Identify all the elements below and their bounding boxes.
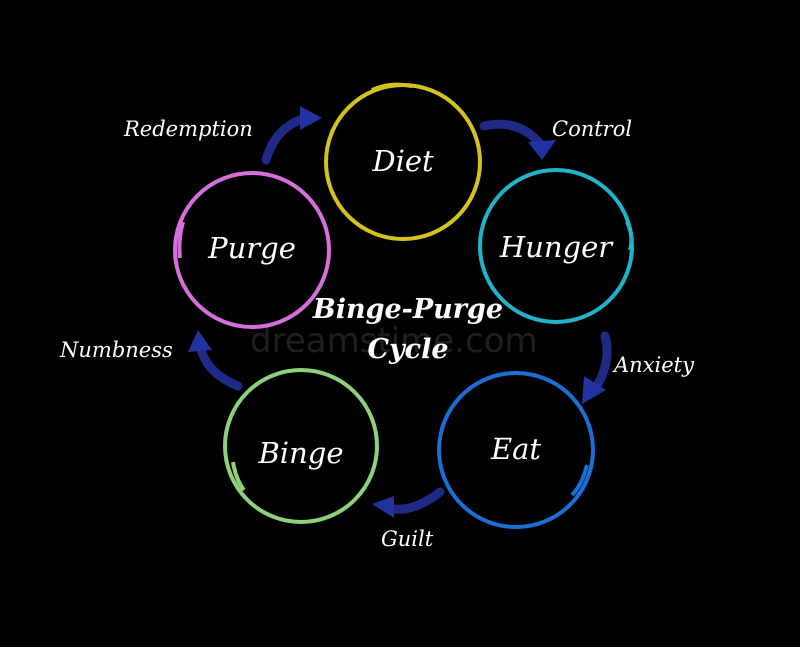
- edge-numbness-arrowhead: [188, 330, 212, 352]
- node-hunger: Hunger: [478, 168, 634, 324]
- edge-control-arrowhead: [528, 140, 556, 160]
- edge-numbness: Numbness: [59, 330, 243, 391]
- edge-anxiety: Anxiety: [582, 331, 695, 404]
- edge-control: Control: [479, 117, 632, 160]
- edge-control-label: Control: [552, 117, 632, 141]
- node-purge-label: Purge: [207, 231, 296, 265]
- edge-anxiety-label: Anxiety: [612, 353, 695, 377]
- node-eat-label: Eat: [490, 432, 541, 466]
- edges-layer: Control Anxiety Guilt Numbness Redemptio: [59, 106, 695, 551]
- edge-anxiety-arrow-shaft: [591, 331, 612, 393]
- center-title-line-2: Cycle: [367, 334, 448, 365]
- node-eat: Eat: [437, 371, 595, 529]
- node-hunger-ring-stroke-end: [625, 221, 634, 251]
- edge-control-arrow-shaft: [479, 119, 547, 151]
- edge-guilt-label: Guilt: [381, 527, 434, 551]
- node-binge: Binge: [223, 368, 379, 524]
- node-eat-ring: [437, 371, 595, 529]
- edge-redemption-label: Redemption: [123, 117, 253, 141]
- node-diet-ring-stroke-end: [371, 82, 413, 92]
- node-binge-ring: [223, 368, 379, 524]
- edge-guilt-arrow-shaft: [383, 487, 445, 514]
- edge-redemption-arrowhead: [300, 106, 322, 130]
- watermark-text: dreamstime.com: [250, 321, 538, 361]
- node-purge-ring: [173, 171, 331, 329]
- edge-numbness-label: Numbness: [59, 338, 173, 362]
- node-purge: Purge: [173, 171, 331, 329]
- node-purge-ring-stroke-end: [177, 221, 185, 259]
- node-binge-label: Binge: [258, 436, 344, 470]
- edge-guilt: Guilt: [372, 487, 445, 551]
- edge-redemption: Redemption: [123, 106, 322, 165]
- edge-guilt-arrowhead: [372, 496, 394, 518]
- nodes-layer: Diet Hunger Eat Binge Purge: [173, 82, 634, 529]
- node-eat-ring-stroke-end: [570, 464, 589, 497]
- edge-anxiety-arrowhead: [582, 376, 606, 404]
- node-diet: Diet: [324, 82, 482, 241]
- center-title-line-1: Binge-Purge: [312, 294, 503, 325]
- node-hunger-label: Hunger: [499, 230, 614, 264]
- node-diet-label: Diet: [371, 144, 434, 178]
- node-binge-ring-stroke-end: [231, 461, 246, 492]
